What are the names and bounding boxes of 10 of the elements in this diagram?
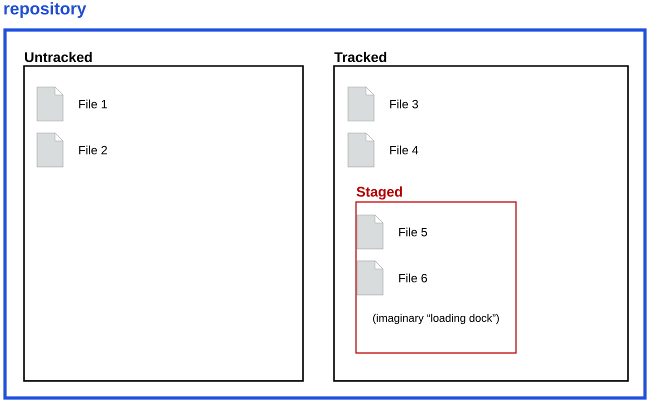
file-label: File 3 — [390, 100, 418, 108]
file-label: File 4 — [390, 146, 418, 154]
node-label: repository — [4, 2, 86, 18]
file-label: File 1 — [79, 100, 107, 108]
file-label: File 2 — [79, 146, 107, 154]
node-label: Staged — [356, 186, 402, 200]
node-label: Untracked — [25, 52, 92, 62]
file-label: File 5 — [399, 228, 428, 236]
file-label: File 6 — [399, 274, 427, 282]
node-label: Tracked — [334, 52, 386, 62]
